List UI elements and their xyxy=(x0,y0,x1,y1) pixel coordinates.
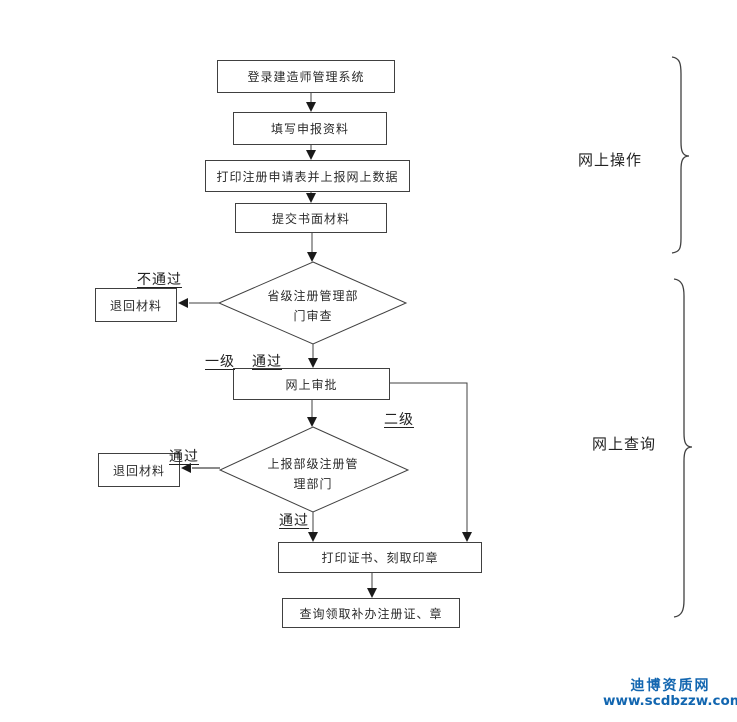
arrow-login-to-fill xyxy=(306,93,316,112)
step-submit-paper-materials: 提交书面材料 xyxy=(235,203,387,233)
step-print-certificate-seal: 打印证书、刻取印章 xyxy=(278,542,482,573)
step-login-system: 登录建造师管理系统 xyxy=(217,60,395,93)
group-label-online-operation: 网上操作 xyxy=(578,151,643,169)
decision-ministry-line1: 上报部级注册管 xyxy=(267,457,359,471)
label-not-pass: 不通过 xyxy=(137,272,182,288)
arrow-submit-to-provincial xyxy=(307,232,317,262)
decision-ministry-review-text: 上报部级注册管 理部门 xyxy=(243,454,383,494)
decision-provincial-review-text: 省级注册管理部 门审查 xyxy=(243,286,383,326)
arrow-ministry-to-printcert xyxy=(308,512,318,542)
decision-provincial-line1: 省级注册管理部 xyxy=(267,289,359,303)
decision-ministry-line2: 理部门 xyxy=(293,477,333,491)
brace-online-operation xyxy=(671,56,690,254)
label-pass3: 通过 xyxy=(279,513,309,529)
label-level1: 一级 xyxy=(205,354,235,370)
arrow-printform-to-submit xyxy=(306,192,316,203)
step-fill-application: 填写申报资料 xyxy=(233,112,387,145)
decision-provincial-line2: 门审查 xyxy=(293,309,333,323)
arrow-provincial-to-return1 xyxy=(178,298,219,308)
watermark: 迪博资质网 www.scdbzzw.com xyxy=(603,678,737,710)
step-return-materials-1: 退回材料 xyxy=(95,288,177,322)
arrow-approval-to-ministry xyxy=(307,400,317,427)
brace-online-query xyxy=(673,278,693,618)
arrow-fill-to-printform xyxy=(306,145,316,160)
arrow-printcert-to-query xyxy=(367,573,377,598)
arrow-approval-right-to-printcert xyxy=(390,382,472,542)
arrow-ministry-to-return2 xyxy=(181,463,220,473)
step-print-form-upload: 打印注册申请表并上报网上数据 xyxy=(205,160,410,192)
watermark-site-name: 迪博资质网 xyxy=(630,678,711,694)
step-query-collect-certificate: 查询领取补办注册证、章 xyxy=(282,598,460,628)
label-level2: 二级 xyxy=(384,412,414,428)
watermark-site-url: www.scdbzzw.com xyxy=(603,693,737,710)
group-label-online-query: 网上查询 xyxy=(592,435,657,453)
label-pass1: 通过 xyxy=(252,354,282,370)
step-return-materials-2: 退回材料 xyxy=(98,453,180,487)
arrow-provincial-to-approval xyxy=(308,344,318,368)
step-online-approval: 网上审批 xyxy=(233,368,390,400)
label-pass2: 通过 xyxy=(169,449,199,465)
label-level1-pass: 一级 通过 xyxy=(205,351,282,371)
